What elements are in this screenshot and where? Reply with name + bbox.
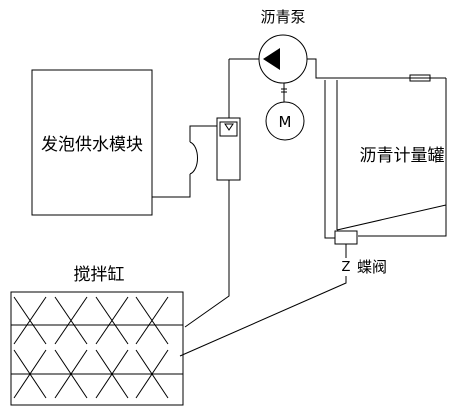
tank-right-wall [358, 78, 447, 237]
foam-water-supply-module [31, 69, 153, 216]
valve-to-mixer-pipe [179, 276, 347, 357]
metering-tank-label: 沥青计量罐 [360, 146, 445, 166]
paddle-blade [54, 349, 88, 399]
module-outlet-pipe [152, 174, 191, 198]
mixing-tank-label: 搅拌缸 [74, 264, 125, 285]
butterfly-valve-label: 蝶阀 [357, 258, 387, 276]
motor [265, 101, 305, 141]
injector-to-mixer-pipe [184, 180, 230, 328]
module-to-injector-pipe [189, 125, 217, 142]
tank-vent [409, 74, 431, 82]
butterfly-valve-symbol: Z [342, 260, 351, 275]
tank-return-pipe [324, 220, 335, 239]
paddle-blade [135, 349, 169, 399]
paddle-blade [13, 349, 47, 399]
paddle-blade [95, 296, 129, 345]
paddle-blade [135, 296, 169, 345]
asphalt-pump-label: 沥青泵 [260, 8, 305, 26]
tank-bottom-slope [336, 204, 447, 231]
check-valve-icon [224, 123, 234, 131]
paddle-blade [54, 296, 88, 345]
pump-arrow-icon [263, 48, 280, 70]
mixer-paddles [13, 296, 169, 399]
foam-module-label: 发泡供水模块 [41, 135, 143, 155]
flex-hose [189, 141, 198, 175]
tank-outlet-block [334, 230, 358, 245]
mixing-tank [10, 291, 184, 406]
motor-label: M [279, 113, 292, 131]
check-valve [219, 121, 238, 137]
pump-outlet-pipe [307, 58, 420, 79]
paddle-blade [95, 349, 129, 399]
paddle-blade [13, 296, 47, 345]
